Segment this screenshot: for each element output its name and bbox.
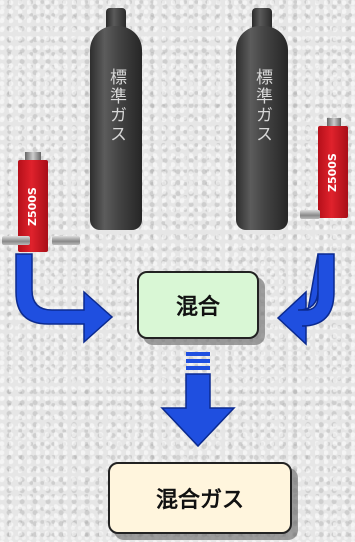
cylinder-label-left: 標準ガス <box>106 68 126 144</box>
cylinder-valve-left <box>106 8 126 30</box>
device-fitting-right <box>300 210 320 219</box>
arrow-stripe-3 <box>186 366 210 370</box>
gas-cylinder-left: 標準ガス <box>90 26 142 230</box>
device-fitting-left-b <box>52 236 80 245</box>
cylinder-label-right: 標準ガス <box>252 68 272 144</box>
gas-cylinder-right: 標準ガス <box>236 26 288 230</box>
mixed-gas-label: 混合ガス <box>155 488 244 513</box>
arrow-right-to-mix <box>276 253 335 346</box>
arrow-stripe-2 <box>186 359 210 363</box>
mix-process-box: 混合 <box>137 271 259 339</box>
mixed-gas-result-box: 混合ガス <box>108 462 292 534</box>
device-fitting-left-a <box>2 236 30 245</box>
mass-flow-controller-right: Z500S <box>318 126 348 218</box>
cylinder-valve-right <box>252 8 272 30</box>
arrow-left-to-mix <box>15 253 114 344</box>
arrow-stripe-1 <box>186 352 210 356</box>
mix-label: 混合 <box>175 295 220 320</box>
device-connector-right <box>327 118 341 126</box>
arrow-stripes <box>186 352 210 370</box>
arrow-mix-to-result <box>160 373 236 448</box>
arrow-group <box>15 253 335 448</box>
device-connector-left <box>25 152 41 160</box>
